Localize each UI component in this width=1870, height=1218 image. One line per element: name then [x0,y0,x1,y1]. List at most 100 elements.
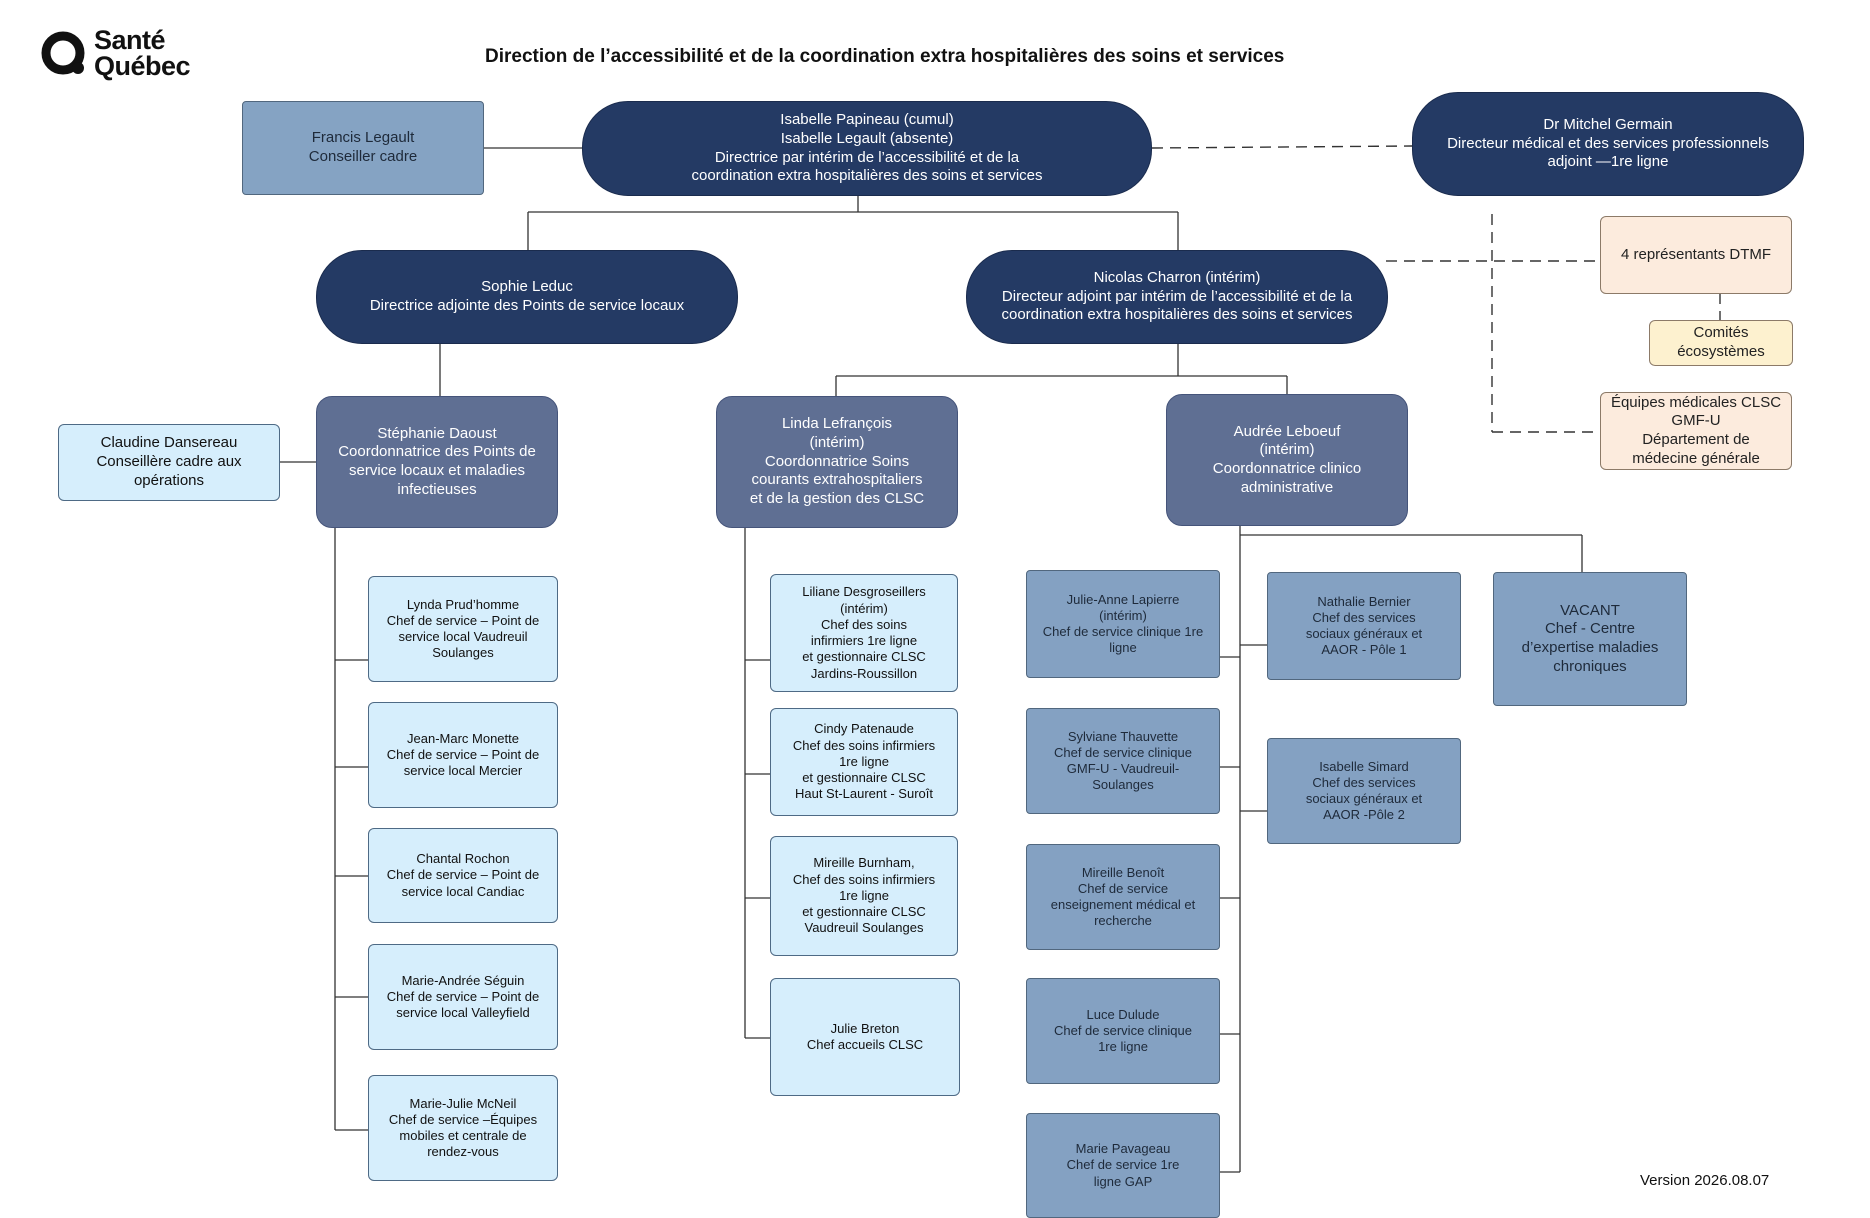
node-chantal-rochon: Chantal Rochon Chef de service – Point d… [368,828,558,923]
node-line: Directeur adjoint par intérim de l’acces… [1001,287,1353,305]
node-luce-dulude: Luce Dulude Chef de service clinique 1re… [1026,978,1220,1084]
node-line: Nathalie Bernier [1317,593,1411,609]
logo-text: Santé Québec [94,25,191,81]
node-line: Directeur médical et des services profes… [1447,134,1769,152]
node-line: et gestionnaire CLSC [802,904,926,920]
node-line: Marie-Julie McNeil [409,1095,517,1111]
node-line: Sylviane Thauvette [1067,728,1179,744]
node-vacant: VACANT Chef - Centre d’expertise maladie… [1493,572,1687,706]
page-title: Direction de l’accessibilité et de la co… [485,46,1285,67]
node-line: Cindy Patenaude [814,721,914,737]
node-line: Chef des services [1312,774,1416,790]
node-line: Nicolas Charron (intérim) [1093,268,1261,286]
node-line: 1re ligne [839,753,889,769]
node-line: infirmiers 1re ligne [810,633,918,648]
logo-mark-icon [40,30,88,78]
node-francis-legault: Francis Legault Conseiller cadre [242,101,484,195]
node-line: Francis Legault [311,129,415,147]
node-line: service local Vaudreuil [398,629,528,644]
node-line: mobiles et centrale de [399,1128,527,1143]
node-jean-marc-monette: Jean-Marc Monette Chef de service – Poin… [368,702,558,808]
node-line: sociaux généraux et [1305,626,1423,641]
node-line: écosystèmes [1677,343,1765,360]
node-line: service local Mercier [403,763,523,779]
node-line: Chef des soins [821,616,907,632]
node-line: Luce Dulude [1086,1006,1160,1022]
node-line: Chef de service clinique [1053,1022,1193,1038]
node-line: (intérim) [840,600,888,616]
node-sylviane-thauvette: Sylviane Thauvette Chef de service clini… [1026,708,1220,814]
node-mitchel-germain: Dr Mitchel Germain Directeur médical et … [1412,92,1804,196]
node-line: Coordonnatrice des Points de [338,443,536,461]
node-line: Julie Breton [830,1020,900,1036]
node-line: Coordonnatrice clinico [1212,460,1362,477]
node-line: Haut St-Laurent - Suroît [794,786,933,802]
node-line: Comités [1693,324,1749,342]
node-julie-anne-lapierre: Julie-Anne Lapierre (intérim) Chef de se… [1026,570,1220,678]
node-line: d’expertise maladies [1521,639,1659,656]
node-line: (intérim) [1099,607,1147,623]
node-line: 4 représentants DTMF [1620,245,1772,263]
node-line: infectieuses [397,480,477,498]
logo-line1: Santé [94,25,166,55]
node-line: Sophie Leduc [481,278,573,296]
node-line: Département de [1642,431,1750,448]
node-line: Conseiller cadre [308,148,418,165]
node-line: Audrée Leboeuf [1233,422,1341,440]
node-sophie-leduc: Sophie Leduc Directrice adjointe des Poi… [316,250,738,344]
node-line: (intérim) [1259,441,1315,459]
node-line: Chef des soins infirmiers [792,737,936,753]
node-line: Marie-Andrée Séguin [401,972,525,988]
node-stephanie-daoust: Stéphanie Daoust Coordonnatrice des Poin… [316,396,558,528]
node-line: Équipes médicales CLSC [1610,393,1782,411]
node-line: GMF-U [1671,412,1721,430]
node-line: ligne [1109,640,1137,656]
node-line: Mireille Burnham, [813,855,915,871]
node-line: Jardins-Roussillon [810,665,918,681]
node-line: Chef de service clinique 1re [1042,624,1204,639]
node-line: Chef de service [1077,880,1169,896]
node-line: coordination extra hospitalières des soi… [1001,306,1353,324]
node-line: opérations [133,471,205,489]
node-line: AAOR -Pôle 2 [1323,807,1405,823]
node-line: service locaux et maladies [349,462,525,479]
node-line: adjoint —1re ligne [1547,153,1669,171]
node-line: Isabelle Simard [1319,758,1409,774]
node-line: service local Valleyfield [396,1005,530,1021]
node-line: Directrice par intérim de l’accessibilit… [714,148,1020,166]
node-line: ligne GAP [1093,1173,1153,1189]
node-marie-andree-seguin: Marie-Andrée Séguin Chef de service – Po… [368,944,558,1050]
node-line: Chef - Centre [1544,620,1636,638]
node-line: coordination extra hospitalières des soi… [691,167,1043,185]
node-cindy-patenaude: Cindy Patenaude Chef des soins infirmier… [770,708,958,816]
node-line: Isabelle Legault (absente) [780,129,954,147]
node-line: médecine générale [1632,449,1760,467]
node-marie-pavageau: Marie Pavageau Chef de service 1re ligne… [1026,1113,1220,1218]
node-line: Chef accueils CLSC [806,1037,924,1052]
node-mireille-burnham: Mireille Burnham, Chef des soins infirmi… [770,836,958,956]
node-line: Stéphanie Daoust [377,424,497,442]
node-line: rendez-vous [427,1144,499,1160]
node-line: Mireille Benoît [1081,864,1165,880]
node-line: 1re ligne [839,887,889,903]
node-line: Directrice adjointe des Points de servic… [369,297,685,314]
version-label: Version 2026.08.07 [1640,1172,1770,1189]
node-line: Chef de service – Point de [386,612,540,628]
node-line: Soulanges [432,645,494,661]
logo-line2: Québec [94,50,191,81]
node-line: service local Candiac [401,883,525,899]
node-line: VACANT [1560,601,1620,619]
node-line: AAOR - Pôle 1 [1321,642,1407,658]
node-nicolas-charron: Nicolas Charron (intérim) Directeur adjo… [966,250,1388,344]
node-line: courants extrahospitaliers [751,471,923,489]
node-julie-breton: Julie Breton Chef accueils CLSC [770,978,960,1096]
node-line: Liliane Desgroseillers [802,584,926,600]
node-line: Soulanges [1092,777,1154,793]
node-line: Chef de service – Point de [386,988,540,1004]
node-line: Chef de service clinique [1053,744,1193,760]
node-line: Coordonnatrice Soins [764,452,910,470]
node-mireille-benoit: Mireille Benoît Chef de service enseigne… [1026,844,1220,950]
node-line: Dr Mitchel Germain [1543,115,1673,133]
node-line: sociaux généraux et [1305,791,1423,806]
node-line: Chef des services [1312,609,1416,625]
